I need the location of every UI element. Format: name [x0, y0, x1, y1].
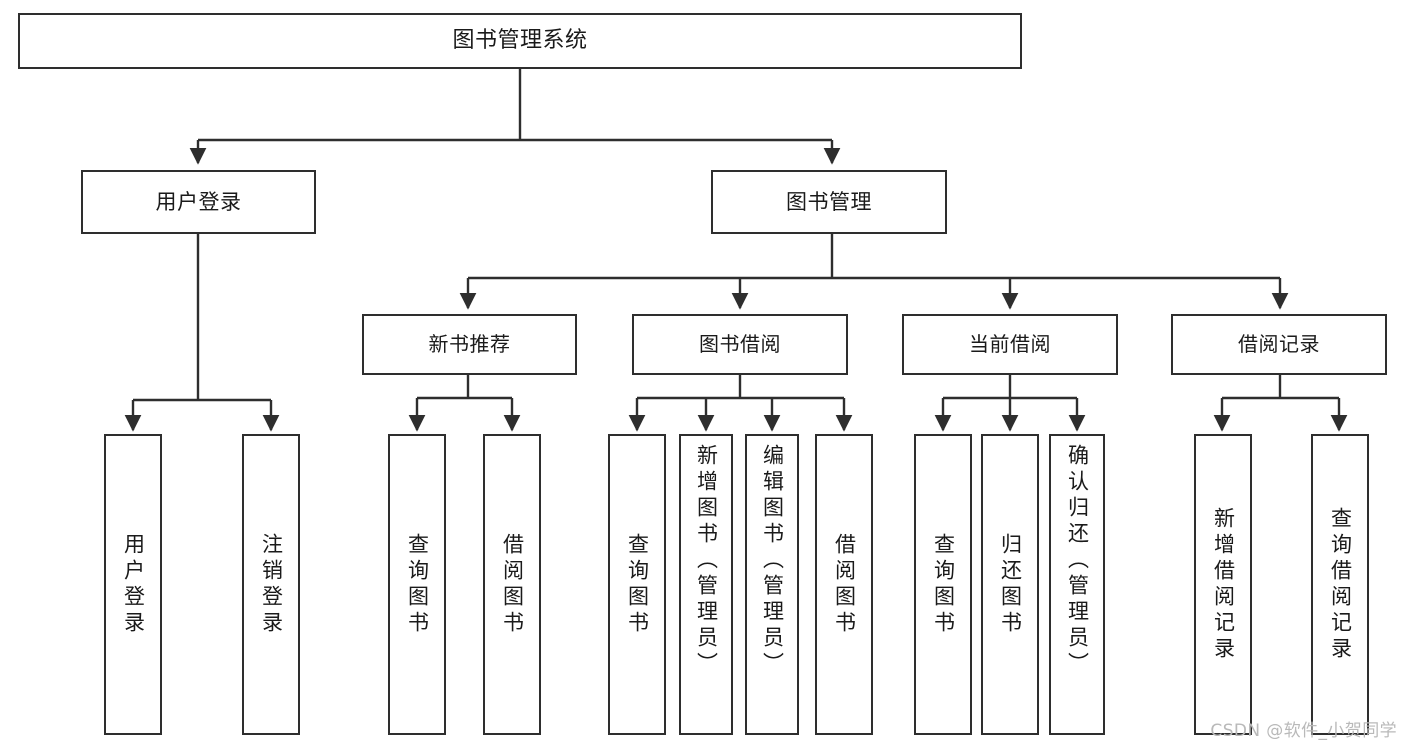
leaf-recommend-borrow-book[interactable]: 借阅图书 [483, 434, 541, 735]
leaf-borrow-query-book[interactable]: 查询图书 [608, 434, 666, 735]
leaf-current-confirm-return-admin[interactable]: 确认归还（管理员） [1049, 434, 1105, 735]
leaf-borrow-edit-book-admin[interactable]: 编辑图书（管理员） [745, 434, 799, 735]
node-book-management[interactable]: 图书管理 [711, 170, 947, 234]
node-label: 注销登录 [259, 532, 284, 637]
leaf-recommend-query-book[interactable]: 查询图书 [388, 434, 446, 735]
node-label: 查询借阅记录 [1328, 506, 1353, 663]
node-label: 归还图书 [998, 532, 1023, 637]
node-current-borrow[interactable]: 当前借阅 [902, 314, 1118, 375]
node-label: 借阅图书 [832, 532, 857, 637]
node-label: 用户登录 [121, 532, 146, 637]
node-label: 图书管理系统 [452, 28, 588, 54]
node-label: 查询图书 [931, 532, 956, 637]
node-label: 新增图书（管理员） [694, 444, 719, 678]
leaf-user-login-logout[interactable]: 注销登录 [242, 434, 300, 735]
node-label: 用户登录 [155, 189, 242, 214]
node-label: 借阅记录 [1238, 331, 1320, 356]
leaf-record-query-record[interactable]: 查询借阅记录 [1311, 434, 1369, 735]
leaf-borrow-borrow-book[interactable]: 借阅图书 [815, 434, 873, 735]
node-label: 图书借阅 [699, 331, 781, 356]
node-label: 确认归还（管理员） [1065, 444, 1090, 678]
node-label: 新增借阅记录 [1211, 506, 1236, 663]
node-root-system[interactable]: 图书管理系统 [18, 13, 1022, 69]
node-label: 当前借阅 [969, 331, 1051, 356]
leaf-borrow-add-book-admin[interactable]: 新增图书（管理员） [679, 434, 733, 735]
node-book-borrow[interactable]: 图书借阅 [632, 314, 848, 375]
leaf-user-login-login[interactable]: 用户登录 [104, 434, 162, 735]
node-label: 借阅图书 [500, 532, 525, 637]
node-new-book-recommend[interactable]: 新书推荐 [362, 314, 577, 375]
node-label: 新书推荐 [428, 331, 511, 356]
node-label: 图书管理 [786, 189, 872, 214]
leaf-record-add-record[interactable]: 新增借阅记录 [1194, 434, 1252, 735]
leaf-current-return-book[interactable]: 归还图书 [981, 434, 1039, 735]
node-label: 编辑图书（管理员） [760, 444, 785, 678]
node-borrow-record[interactable]: 借阅记录 [1171, 314, 1387, 375]
leaf-current-query-book[interactable]: 查询图书 [914, 434, 972, 735]
node-label: 查询图书 [625, 532, 650, 637]
node-user-login[interactable]: 用户登录 [81, 170, 316, 234]
node-label: 查询图书 [405, 532, 430, 637]
